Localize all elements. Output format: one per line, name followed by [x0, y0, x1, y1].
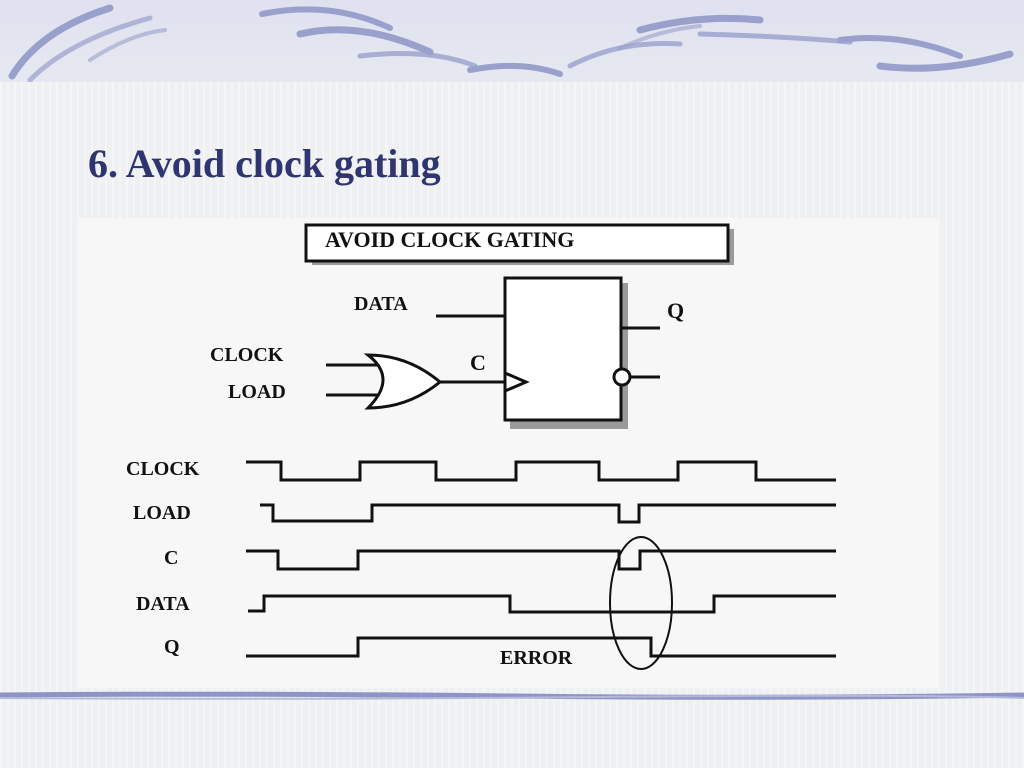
circuit-c-label: C: [470, 350, 486, 375]
flip-flop-box: [503, 276, 623, 422]
decorative-brush-strokes: [8, 4, 1014, 82]
error-highlight-ellipse: [609, 536, 673, 670]
error-annotation: ERROR: [500, 647, 573, 669]
timing-label-data: DATA: [136, 593, 190, 615]
slide-title: 6. Avoid clock gating: [88, 141, 441, 186]
clock-gating-diagram: AVOID CLOCK GATING DATA Q CLOCK LOAD C C…: [126, 223, 836, 670]
timing-label-c: C: [164, 547, 178, 569]
banner-text: AVOID CLOCK GATING: [325, 227, 574, 252]
waveform-load: [260, 503, 836, 524]
waveform-clock: [246, 460, 836, 482]
waveform-data: [248, 594, 836, 614]
or-gate: [363, 353, 443, 410]
decorative-top-band: [0, 0, 1024, 82]
clock-edge-marker: [504, 371, 530, 393]
banner-box: [304, 223, 730, 263]
circuit-data-label: DATA: [354, 293, 408, 315]
timing-label-clock: CLOCK: [126, 458, 200, 480]
timing-label-q: Q: [164, 636, 180, 658]
circuit-clock-label: CLOCK: [210, 344, 284, 366]
waveform-c: [246, 549, 836, 571]
inversion-bubble: [612, 367, 632, 387]
timing-label-load: LOAD: [133, 502, 191, 524]
circuit-load-label: LOAD: [228, 381, 286, 403]
figure-panel: AVOID CLOCK GATING DATA Q CLOCK LOAD C C…: [78, 218, 938, 688]
decorative-bottom-rule: [0, 691, 1024, 700]
circuit-q-label: Q: [667, 298, 684, 323]
waveform-q: [246, 636, 836, 658]
